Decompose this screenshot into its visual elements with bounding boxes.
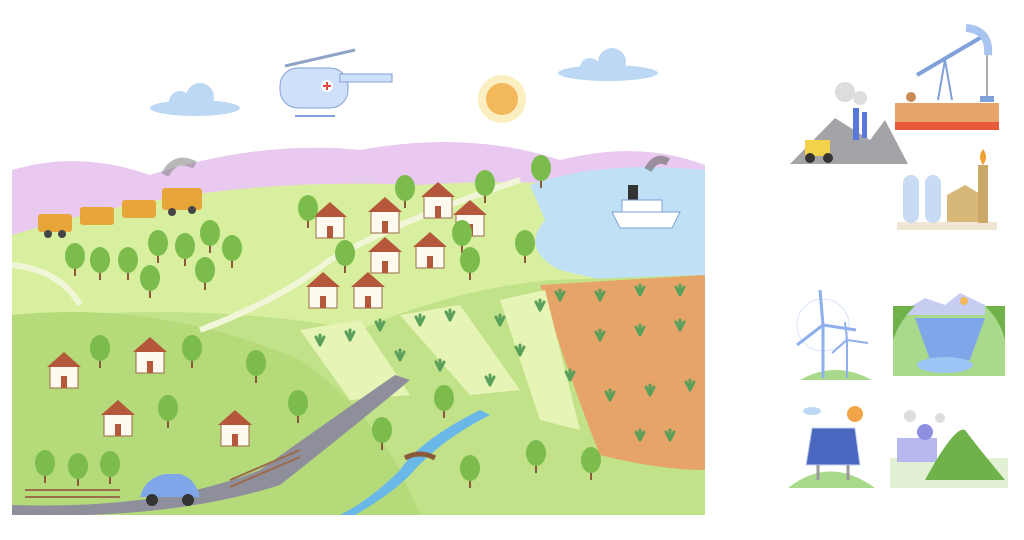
oil-pump-icon xyxy=(895,24,999,130)
hydro-dam-icon xyxy=(893,293,1005,376)
car xyxy=(140,474,200,506)
cloud-right xyxy=(558,48,658,81)
steamship xyxy=(611,155,681,229)
road xyxy=(12,375,410,515)
stream xyxy=(340,410,490,515)
village-scene xyxy=(12,142,705,515)
gas-plant-icon xyxy=(897,149,997,230)
sun xyxy=(478,75,526,123)
train xyxy=(38,157,202,238)
fences xyxy=(25,449,301,498)
solar-panel-icon xyxy=(788,406,875,488)
biomass-plant-icon xyxy=(890,410,1008,488)
cloud-left xyxy=(150,83,240,116)
bridge xyxy=(403,451,437,461)
footpath xyxy=(12,177,521,333)
wind-turbines-icon xyxy=(796,289,872,380)
coal-mine-icon xyxy=(790,82,908,164)
orange-field xyxy=(540,275,705,470)
helicopter xyxy=(279,48,393,117)
